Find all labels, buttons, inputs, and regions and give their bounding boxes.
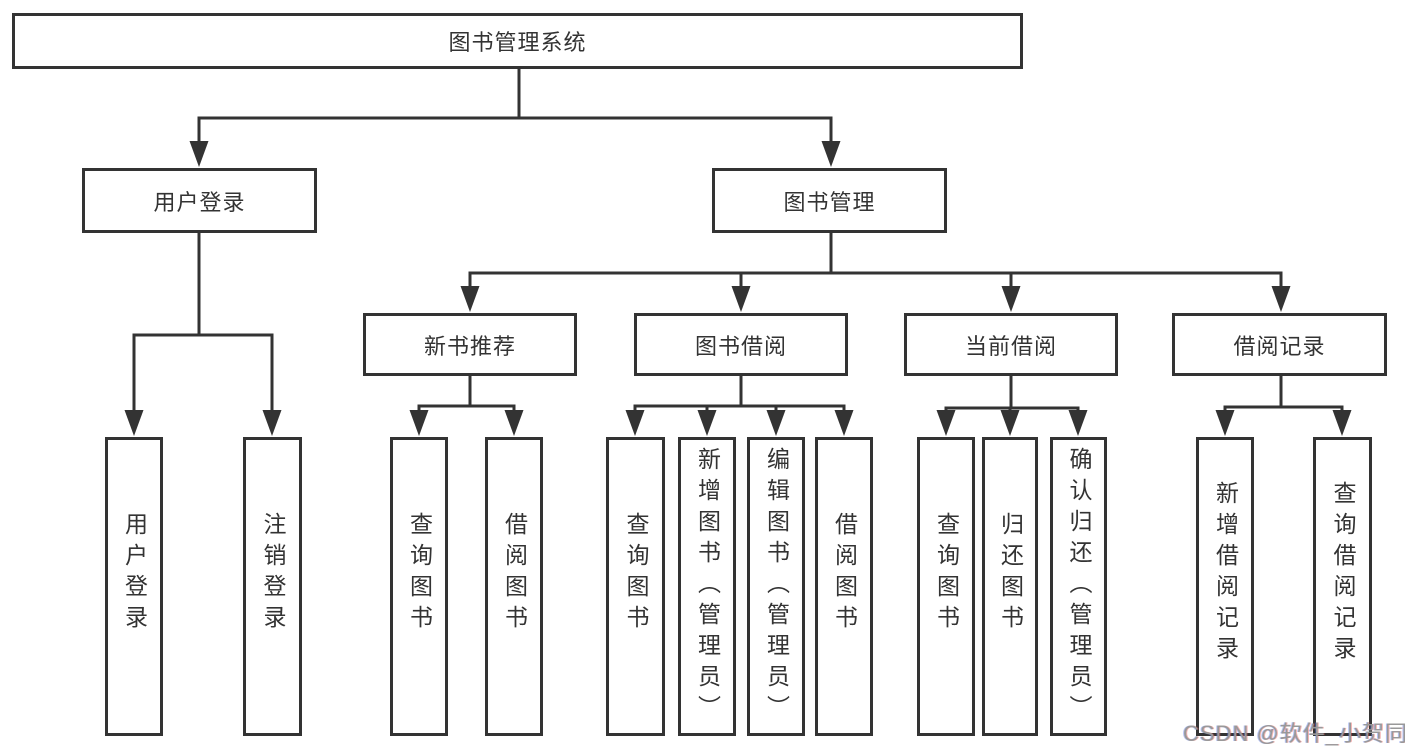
arrowhead: [504, 410, 524, 436]
arrowheads: [124, 141, 1352, 436]
arrowhead: [821, 141, 841, 167]
leaf-query-record: 查询借阅记录: [1313, 437, 1372, 736]
leaf-new-books-borrow-label: 借阅图书: [501, 511, 528, 636]
node-new-books: 新书推荐: [363, 313, 577, 376]
arrowhead: [625, 410, 645, 436]
leaf-query-record-label: 查询借阅记录: [1330, 480, 1356, 667]
leaf-current-query: 查询图书: [917, 437, 975, 736]
leaf-borrow-book-label: 借阅图书: [831, 511, 858, 636]
arrowhead: [697, 410, 717, 436]
arrowhead: [1068, 410, 1088, 436]
node-root-label: 图书管理系统: [448, 30, 587, 55]
connector-root-to-level2: [197, 69, 833, 144]
arrowhead: [409, 410, 429, 436]
leaf-add-record: 新增借阅记录: [1196, 437, 1254, 736]
node-root: 图书管理系统: [12, 13, 1023, 69]
leaf-borrow-add-admin-label: 新增图书（管理员）: [694, 447, 721, 726]
arrowhead: [1332, 410, 1352, 436]
leaf-borrow-query-label: 查询图书: [623, 511, 649, 636]
node-user-login-label: 用户登录: [153, 189, 246, 215]
connector-book-mgmt-split: [468, 233, 1283, 289]
arrowhead: [731, 286, 751, 312]
leaf-new-books-borrow: 借阅图书: [485, 437, 543, 736]
arrowhead: [124, 410, 144, 436]
node-book-borrow-label: 图书借阅: [694, 333, 787, 359]
connector-current-borrow-split: [944, 376, 1080, 414]
arrowhead: [1215, 410, 1235, 436]
leaf-user-login-label: 用户登录: [121, 511, 148, 636]
leaf-user-login: 用户登录: [105, 437, 163, 736]
leaf-borrow-edit-admin-label: 编辑图书（管理员）: [763, 447, 790, 726]
arrowhead: [1000, 410, 1020, 436]
leaf-borrow-add-admin: 新增图书（管理员）: [678, 437, 736, 736]
node-new-books-label: 新书推荐: [423, 333, 516, 359]
leaf-add-record-label: 新增借阅记录: [1212, 480, 1239, 667]
node-borrow-records-label: 借阅记录: [1233, 333, 1326, 359]
arrowhead: [766, 410, 786, 436]
leaf-logout-label: 注销登录: [260, 511, 286, 636]
connector-book-borrow-split: [633, 376, 846, 413]
arrowhead: [262, 410, 282, 436]
arrowhead: [936, 410, 956, 436]
connector-borrow-records-split: [1223, 376, 1344, 413]
leaf-return-book: 归还图书: [982, 437, 1038, 736]
connector-user-login-split: [132, 233, 274, 412]
node-book-borrow: 图书借阅: [634, 313, 848, 376]
leaf-return-book-label: 归还图书: [997, 511, 1024, 636]
arrowhead: [834, 410, 854, 436]
leaf-confirm-return-admin-label: 确认归还（管理员）: [1066, 447, 1092, 726]
leaf-current-query-label: 查询图书: [933, 511, 960, 636]
node-borrow-records: 借阅记录: [1172, 313, 1387, 376]
node-user-login: 用户登录: [82, 168, 317, 233]
arrowhead: [189, 141, 209, 167]
node-current-borrow: 当前借阅: [904, 313, 1118, 376]
leaf-borrow-query: 查询图书: [606, 437, 665, 736]
node-book-mgmt-label: 图书管理: [783, 189, 876, 215]
leaf-new-books-query-label: 查询图书: [406, 511, 433, 636]
connector-paths: [132, 69, 1344, 414]
leaf-new-books-query: 查询图书: [390, 437, 448, 736]
leaf-confirm-return-admin: 确认归还（管理员）: [1050, 437, 1107, 736]
leaf-borrow-edit-admin: 编辑图书（管理员）: [747, 437, 805, 736]
node-current-borrow-label: 当前借阅: [964, 333, 1057, 359]
leaf-borrow-book: 借阅图书: [815, 437, 873, 736]
leaf-logout: 注销登录: [243, 437, 302, 736]
arrowhead: [460, 286, 480, 312]
connector-new-books-split: [417, 376, 516, 413]
arrowhead: [1271, 286, 1291, 312]
arrowhead: [1001, 286, 1021, 312]
csdn-watermark: CSDN @软件_小贺同学: [1183, 721, 1405, 746]
node-book-mgmt: 图书管理: [712, 168, 947, 233]
